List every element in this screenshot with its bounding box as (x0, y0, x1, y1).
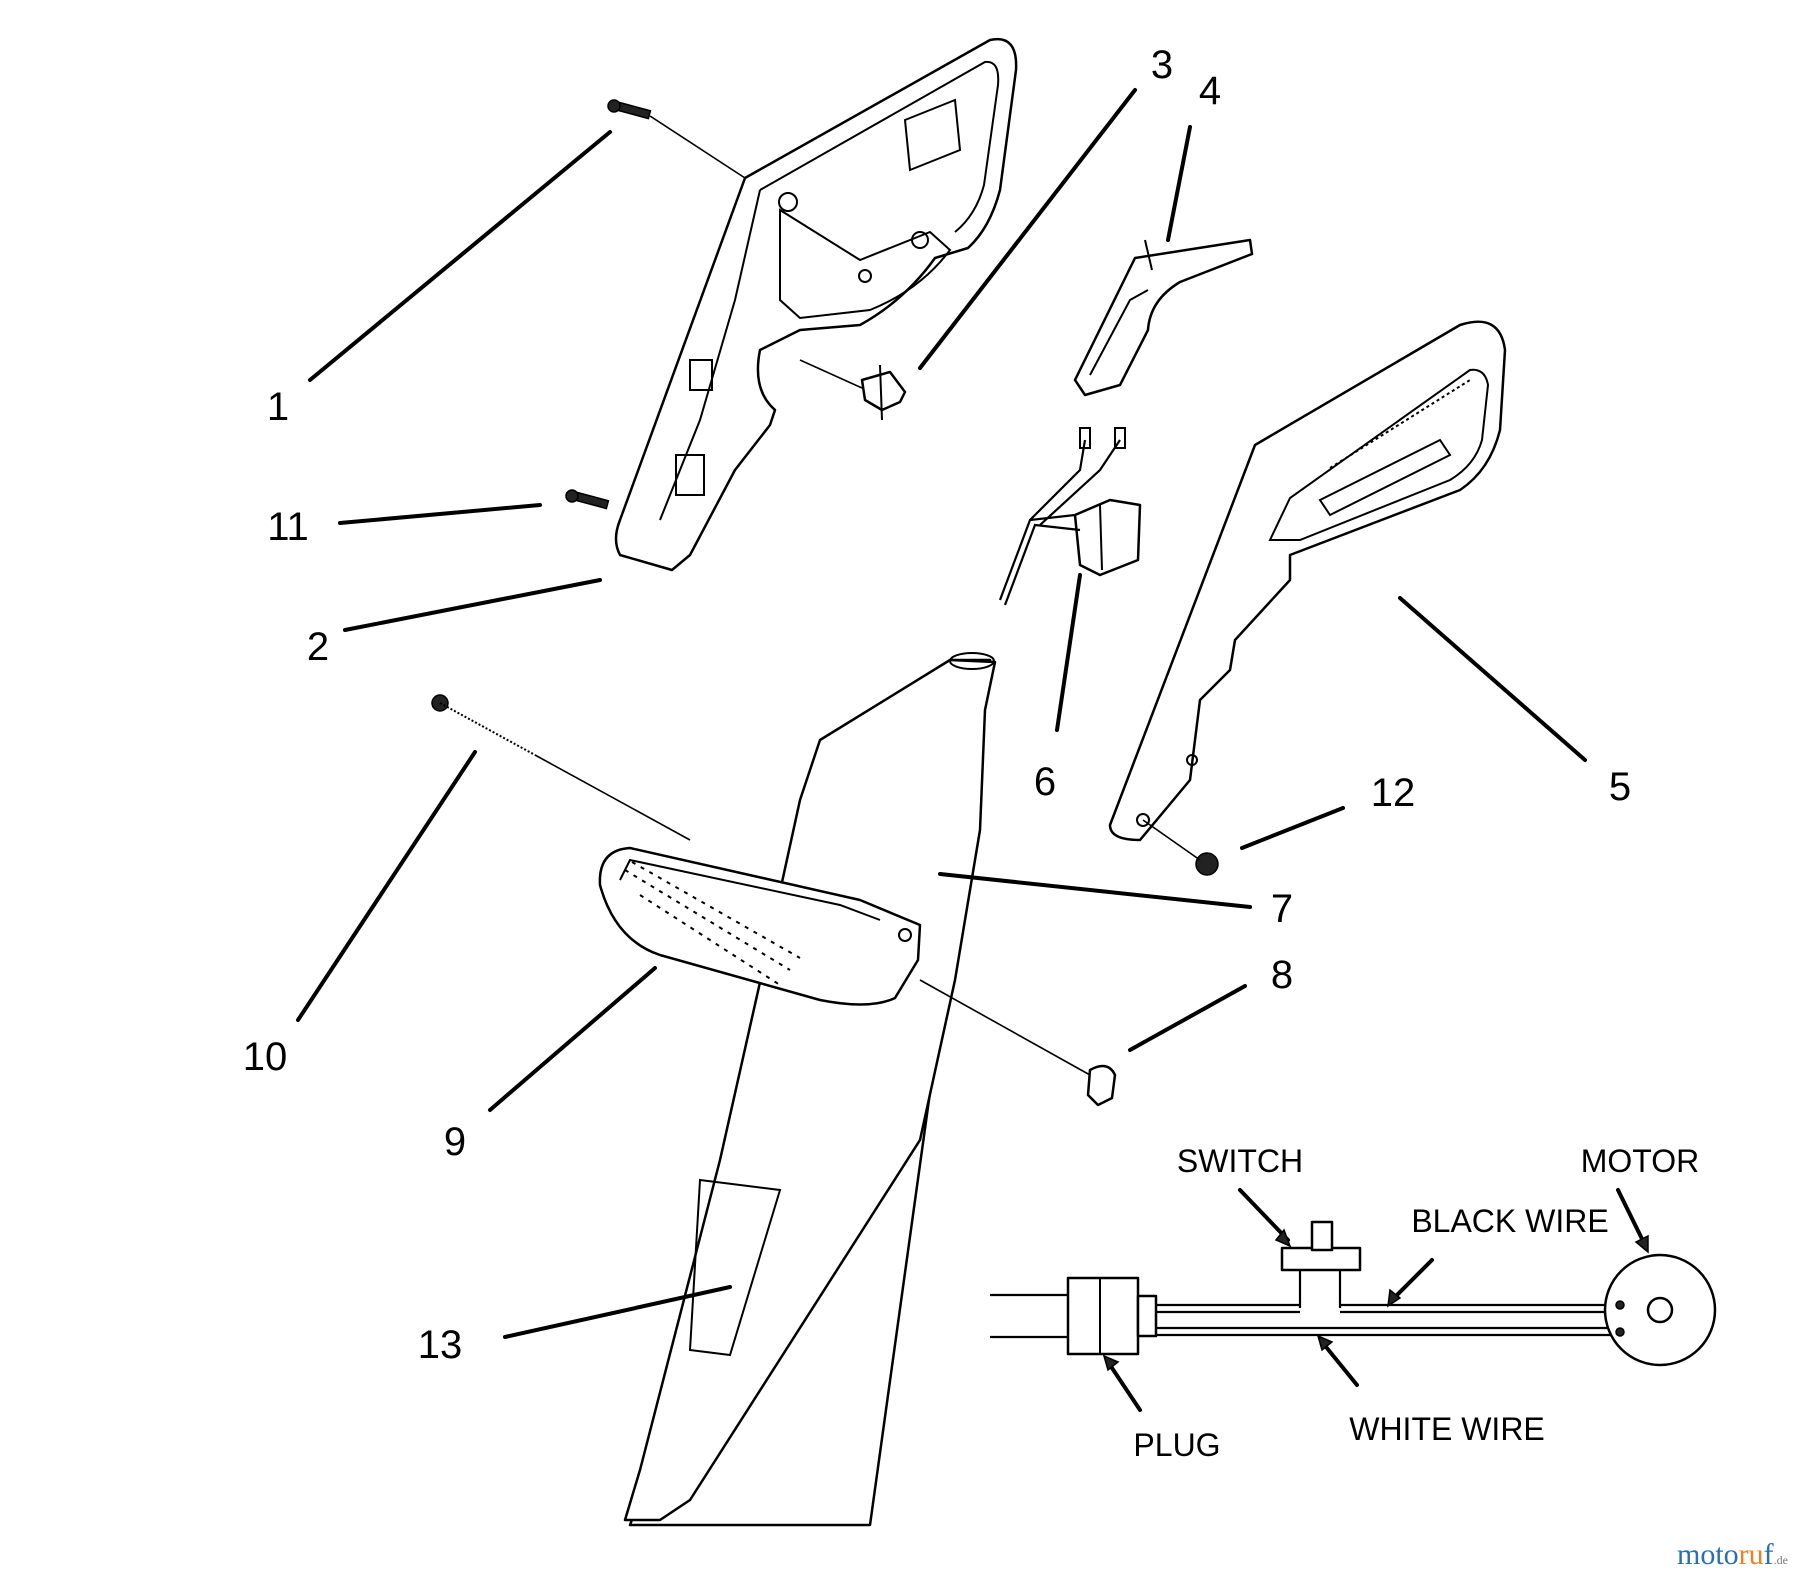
left-handle-housing (614, 37, 1018, 572)
clip-8 (1086, 1064, 1117, 1107)
wiring-diagram: SWITCH MOTOR BLACK WIRE WHITE WIRE PLUG (990, 1143, 1717, 1463)
watermark-suffix: .de (1773, 1553, 1788, 1567)
tube-7 (623, 652, 997, 1527)
callout-9: 9 (444, 1120, 466, 1164)
callout-2: 2 (307, 625, 329, 669)
callout-11: 11 (267, 505, 309, 549)
plug-label: PLUG (1133, 1427, 1220, 1463)
motor-icon (1603, 1253, 1717, 1367)
nut-12 (1195, 852, 1219, 876)
auxiliary-handle-9 (598, 846, 922, 1006)
callout-numbers: 1 2 3 4 5 6 7 8 9 10 11 12 13 (243, 43, 1631, 1367)
callout-10: 10 (243, 1035, 288, 1079)
connector-3 (860, 364, 907, 421)
callout-13: 13 (418, 1323, 463, 1367)
white-wire-label: WHITE WIRE (1349, 1411, 1545, 1447)
callout-3: 3 (1151, 43, 1173, 87)
callout-1: 1 (267, 385, 289, 429)
trigger-4 (1073, 238, 1254, 397)
motor-label: MOTOR (1581, 1143, 1700, 1179)
screw-11 (565, 489, 610, 510)
black-wire-label: BLACK WIRE (1411, 1203, 1608, 1239)
screw-1 (607, 99, 652, 120)
callout-7: 7 (1271, 887, 1293, 931)
callout-12: 12 (1371, 771, 1416, 815)
watermark-part-c: f (1763, 1538, 1774, 1571)
watermark-part-b: ru (1738, 1538, 1764, 1571)
callout-4: 4 (1199, 69, 1221, 113)
watermark-logo: motoruf.de (1677, 1538, 1788, 1572)
bolt-10 (431, 694, 536, 756)
switch-6 (998, 427, 1142, 606)
leader-lines (296, 88, 1587, 1339)
right-handle-housing (1108, 320, 1507, 842)
callout-8: 8 (1271, 953, 1293, 997)
callout-5: 5 (1609, 765, 1631, 809)
plug-icon (1066, 1276, 1158, 1356)
callout-6: 6 (1034, 760, 1056, 804)
switch-icon (1280, 1220, 1362, 1308)
switch-label: SWITCH (1177, 1143, 1303, 1179)
watermark-part-a: moto (1677, 1538, 1739, 1571)
